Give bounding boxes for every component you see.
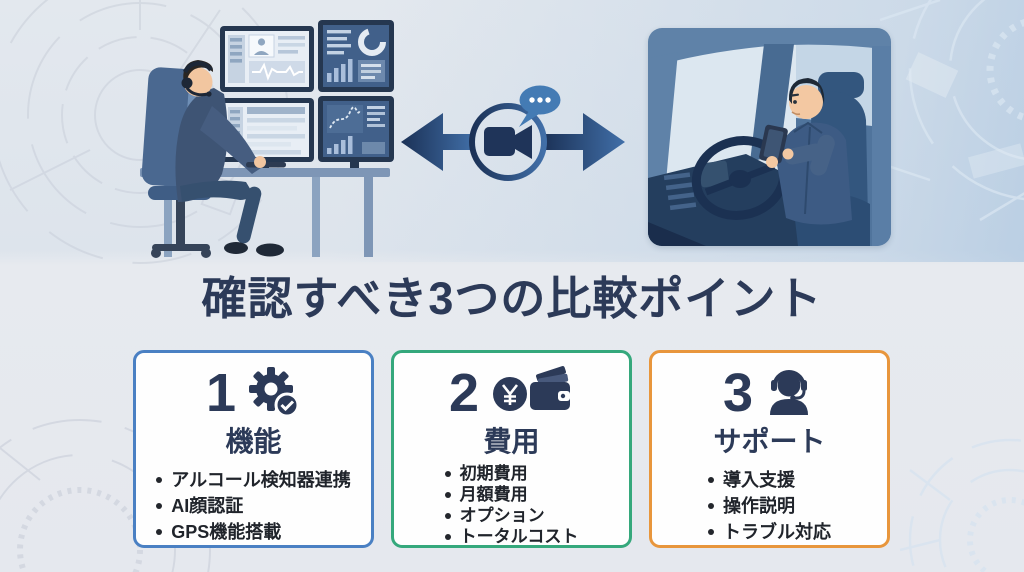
card-number: 1 — [205, 363, 237, 423]
list-item: 月額費用 — [444, 484, 579, 505]
card-support: 3 サポート — [649, 350, 890, 548]
driver-using-smartphone-in-truck-illustration — [648, 28, 891, 246]
list-item: オプション — [444, 505, 579, 526]
list-item-text: トラブル対応 — [723, 522, 831, 542]
circuit-pattern-bottom-right — [899, 438, 1024, 572]
card-features: 1 — [133, 350, 374, 548]
two-way-arrow-icon — [401, 113, 625, 171]
card-head: 3 — [652, 363, 887, 423]
card-heading: 費用 — [483, 426, 540, 457]
list-item-text: GPS機能搭載 — [171, 522, 282, 542]
card-item-list: 導入支援 操作説明 トラブル対応 — [708, 467, 831, 545]
bullet-dot — [444, 491, 451, 498]
two-way-video-communication-graphic — [401, 85, 625, 181]
list-item: 操作説明 — [708, 493, 831, 519]
card-item-list: アルコール検知器連携 AI顔認証 GPS機能搭載 — [156, 467, 351, 545]
driver-person — [759, 78, 852, 225]
list-item: トータルコスト — [444, 526, 579, 547]
operator-person — [175, 60, 286, 257]
bullet-dot — [444, 470, 451, 477]
list-item: GPS機能搭載 — [156, 519, 350, 545]
card-item-list: 初期費用 月額費用 オプション トータルコスト — [444, 463, 579, 547]
bullet-dot — [708, 503, 714, 509]
bullet-dot — [444, 533, 451, 540]
gear-check-icon — [245, 365, 301, 421]
list-item-text: 初期費用 — [459, 464, 528, 483]
list-item: アルコール検知器連携 — [156, 467, 351, 493]
video-call-circle — [469, 103, 547, 181]
list-item: AI顔認証 — [156, 493, 350, 519]
page-title: 確認すべき3つの比較ポイント — [201, 273, 823, 324]
list-item-text: 導入支援 — [723, 470, 795, 490]
list-item-text: オプション — [459, 506, 545, 525]
list-item: トラブル対応 — [708, 519, 831, 545]
card-number: 3 — [722, 363, 754, 423]
card-heading: 機能 — [225, 426, 282, 457]
bullet-dot — [156, 503, 163, 509]
speech-bubble-icon — [519, 85, 561, 127]
list-item: 導入支援 — [708, 467, 831, 493]
card-heading: サポート — [713, 426, 826, 457]
bullet-dot — [708, 477, 714, 483]
list-item-text: トータルコスト — [459, 527, 579, 546]
operator-monitoring-dashboards-illustration — [140, 20, 394, 258]
list-item-text: アルコール検知器連携 — [171, 470, 351, 490]
bullet-dot — [708, 529, 714, 535]
card-head: 2 — [394, 363, 629, 423]
bullet-dot — [156, 529, 163, 535]
video-camera-icon — [484, 125, 532, 159]
list-item-text: 月額費用 — [459, 485, 528, 504]
yen-wallet-icon — [488, 366, 574, 420]
card-number: 2 — [448, 363, 480, 423]
list-item: 初期費用 — [444, 463, 579, 484]
headset-operator-icon — [762, 365, 816, 421]
list-item-text: 操作説明 — [723, 496, 795, 516]
comparison-cards: 1 — [133, 350, 890, 548]
card-head: 1 — [136, 363, 371, 423]
hero-illustration — [0, 0, 1024, 262]
bullet-dot — [444, 512, 451, 519]
bullet-dot — [156, 477, 163, 483]
list-item-text: AI顔認証 — [171, 496, 244, 516]
card-cost: 2 — [391, 350, 632, 548]
